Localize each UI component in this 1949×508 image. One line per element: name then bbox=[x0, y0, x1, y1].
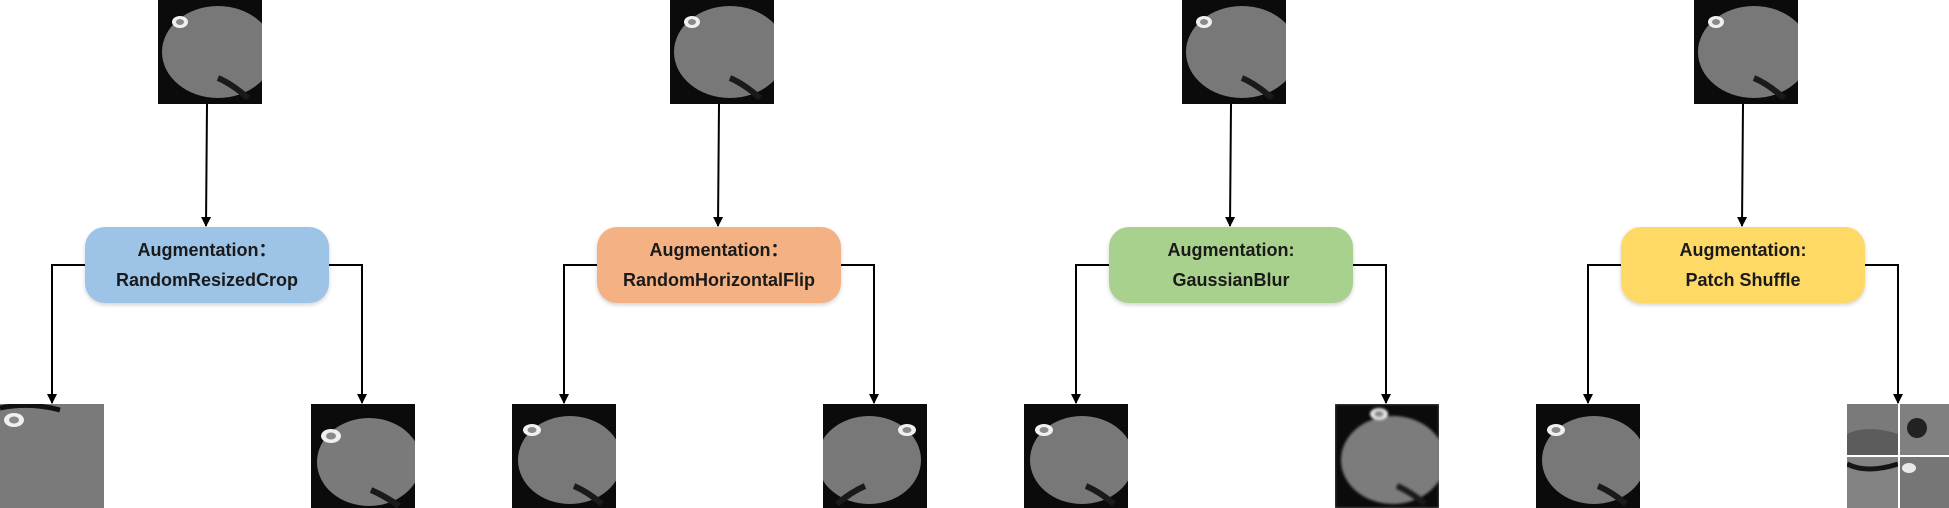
augmented-view-right bbox=[1335, 404, 1439, 508]
augmentation-method: Patch Shuffle bbox=[1685, 270, 1801, 290]
augmented-view-left bbox=[1536, 404, 1640, 508]
arrow-to-left-view bbox=[47, 264, 85, 404]
augmentation-heading: Augmentation： bbox=[137, 240, 277, 260]
source-ct-image bbox=[670, 0, 774, 104]
arrow-to-right-view bbox=[1865, 264, 1903, 404]
augmented-view-right bbox=[1847, 404, 1949, 508]
augmentation-method: RandomResizedCrop bbox=[115, 270, 299, 290]
augmentation-panel-3: Augmentation: GaussianBlur bbox=[1024, 0, 1444, 508]
ct-slice-image bbox=[1335, 404, 1439, 508]
ct-slice-image bbox=[158, 0, 262, 104]
augmented-view-right bbox=[311, 404, 415, 508]
augmentation-box: Augmentation： RandomHorizontalFlip bbox=[597, 227, 841, 303]
ct-slice-image bbox=[1182, 0, 1286, 104]
ct-slice-image bbox=[0, 404, 104, 508]
augmented-view-left bbox=[1024, 404, 1128, 508]
augmentation-box: Augmentation: Patch Shuffle bbox=[1621, 227, 1865, 303]
source-ct-image bbox=[1694, 0, 1798, 104]
ct-slice-image bbox=[512, 404, 616, 508]
augmentation-box: Augmentation： RandomResizedCrop bbox=[85, 227, 329, 303]
source-ct-image bbox=[1182, 0, 1286, 104]
augmentation-method: RandomHorizontalFlip bbox=[623, 270, 815, 290]
augmentation-panel-1: Augmentation： RandomResizedCrop bbox=[0, 0, 420, 508]
augmentation-method: GaussianBlur bbox=[1172, 270, 1290, 290]
augmentation-heading: Augmentation: bbox=[1679, 240, 1807, 260]
arrow-to-left-view bbox=[1071, 264, 1109, 404]
arrow-to-augmentation bbox=[713, 103, 724, 227]
ct-slice-image bbox=[1694, 0, 1798, 104]
arrow-to-left-view bbox=[1583, 264, 1621, 404]
arrow-to-augmentation bbox=[201, 103, 212, 227]
augmented-view-left bbox=[0, 404, 104, 508]
augmented-view-left bbox=[512, 404, 616, 508]
augmentation-heading: Augmentation： bbox=[649, 240, 789, 260]
ct-slice-image bbox=[311, 404, 415, 508]
arrow-to-right-view bbox=[1353, 264, 1391, 404]
augmentation-panel-2: Augmentation： RandomHorizontalFlip bbox=[512, 0, 932, 508]
arrow-to-right-view bbox=[329, 264, 367, 404]
augmentation-box: Augmentation: GaussianBlur bbox=[1109, 227, 1353, 303]
source-ct-image bbox=[158, 0, 262, 104]
augmentation-heading: Augmentation: bbox=[1167, 240, 1295, 260]
ct-slice-image bbox=[1847, 404, 1949, 508]
arrow-to-augmentation bbox=[1737, 103, 1748, 227]
ct-slice-image bbox=[670, 0, 774, 104]
arrow-to-left-view bbox=[559, 264, 597, 404]
augmentation-panel-4: Augmentation: Patch Shuffle bbox=[1536, 0, 1949, 508]
augmented-view-right bbox=[823, 404, 927, 508]
arrow-to-right-view bbox=[841, 264, 879, 404]
ct-slice-image bbox=[1536, 404, 1640, 508]
ct-slice-image bbox=[1024, 404, 1128, 508]
arrow-to-augmentation bbox=[1225, 103, 1236, 227]
ct-slice-image bbox=[823, 404, 927, 508]
